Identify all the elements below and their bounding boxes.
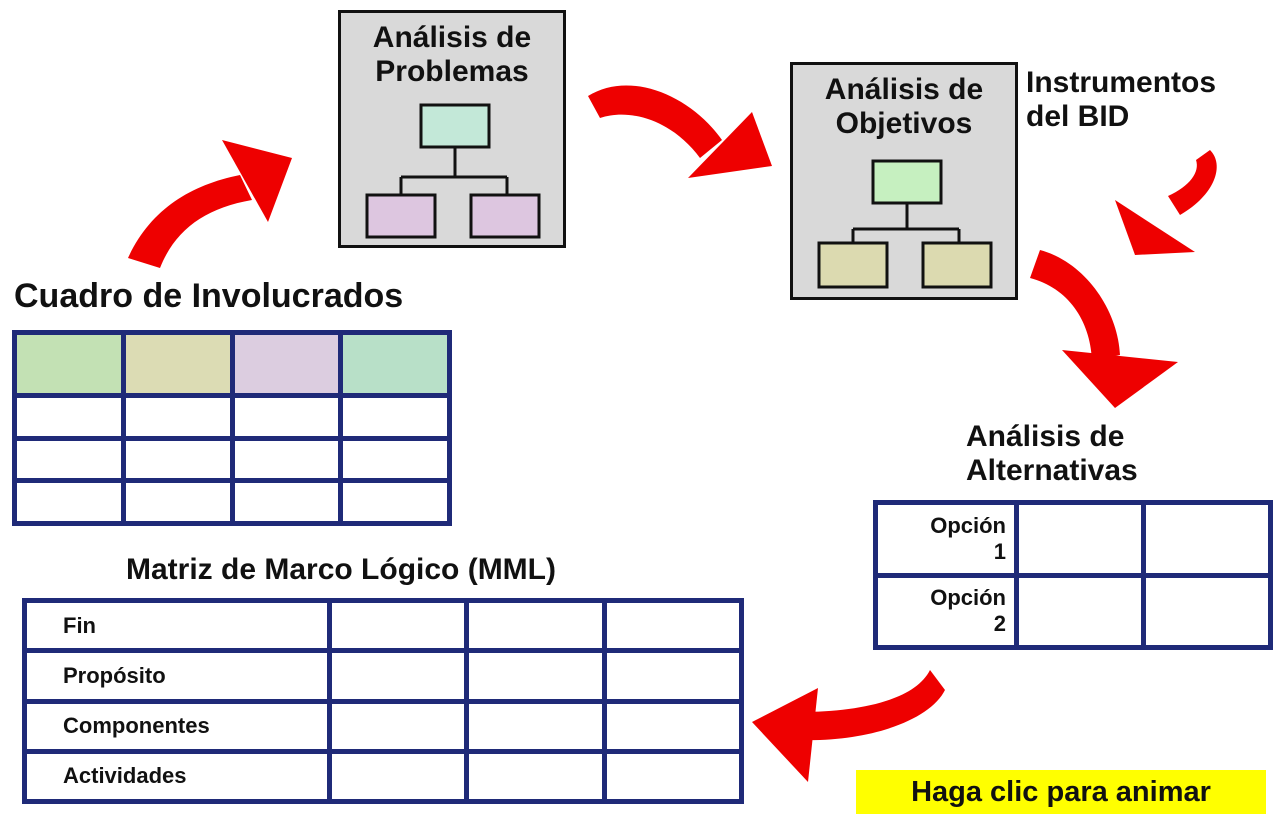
mml-title: Matriz de Marco Lógico (MML) — [126, 553, 556, 586]
objective-tree-icon — [817, 159, 993, 289]
arrow-to-objectives — [588, 85, 772, 178]
alternative-option-label: Opción 1 — [873, 500, 1019, 578]
arrow-from-instruments — [1115, 150, 1217, 255]
animate-prompt[interactable]: Haga clic para animar — [856, 770, 1266, 814]
alternatives-title: Análisis de Alternativas — [966, 420, 1138, 488]
stakeholders-row — [12, 435, 452, 484]
stakeholders-row — [12, 393, 452, 441]
mml-row-label: Actividades — [22, 748, 332, 805]
mml-row: Fin — [22, 597, 745, 654]
problem-analysis-title: Análisis de Problemas — [341, 21, 563, 89]
alternatives-title-line2: Alternativas — [966, 454, 1138, 487]
arrow-to-alternatives — [1030, 250, 1178, 408]
arrow-to-mml — [752, 670, 945, 782]
stakeholders-header-cell — [120, 329, 235, 399]
problem-title-line1: Análisis de — [372, 21, 532, 54]
stakeholders-header-cell — [229, 329, 344, 399]
instruments-line2: del BID — [1026, 100, 1130, 133]
mml-row-label: Propósito — [22, 648, 332, 704]
objective-title-line1: Análisis de — [824, 73, 984, 106]
mml-row-label: Fin — [22, 597, 332, 654]
mml-table: Fin Propósito Componentes Actividades — [22, 597, 745, 805]
mml-row: Componentes — [22, 698, 745, 754]
alternative-row: Opción 1 — [873, 500, 1273, 578]
problem-title-line2: Problemas — [375, 55, 529, 88]
objective-analysis-title: Análisis de Objetivos — [793, 73, 1015, 141]
stakeholders-header-row — [12, 329, 452, 399]
stakeholders-table — [12, 329, 452, 526]
instruments-bid-label: Instrumentos del BID — [1026, 66, 1216, 134]
mml-row: Actividades — [22, 748, 745, 805]
objective-title-line2: Objetivos — [835, 107, 973, 140]
arrow-to-problems — [128, 140, 292, 268]
stakeholders-header-cell — [338, 329, 452, 399]
problem-analysis-box: Análisis de Problemas — [338, 10, 566, 248]
stakeholders-row — [12, 478, 452, 526]
problem-tree-icon — [365, 103, 541, 239]
mml-row: Propósito — [22, 648, 745, 704]
objective-analysis-box: Análisis de Objetivos — [790, 62, 1018, 300]
instruments-line1: Instrumentos — [1026, 66, 1217, 99]
alternative-row: Opción 2 — [873, 572, 1273, 650]
mml-row-label: Componentes — [22, 698, 332, 754]
alternatives-table: Opción 1 Opción 2 — [873, 500, 1273, 650]
alternatives-title-line1: Análisis de — [966, 420, 1125, 453]
stakeholders-title: Cuadro de Involucrados — [14, 277, 404, 315]
alternative-option-label: Opción 2 — [873, 572, 1019, 650]
stakeholders-header-cell — [12, 329, 126, 399]
